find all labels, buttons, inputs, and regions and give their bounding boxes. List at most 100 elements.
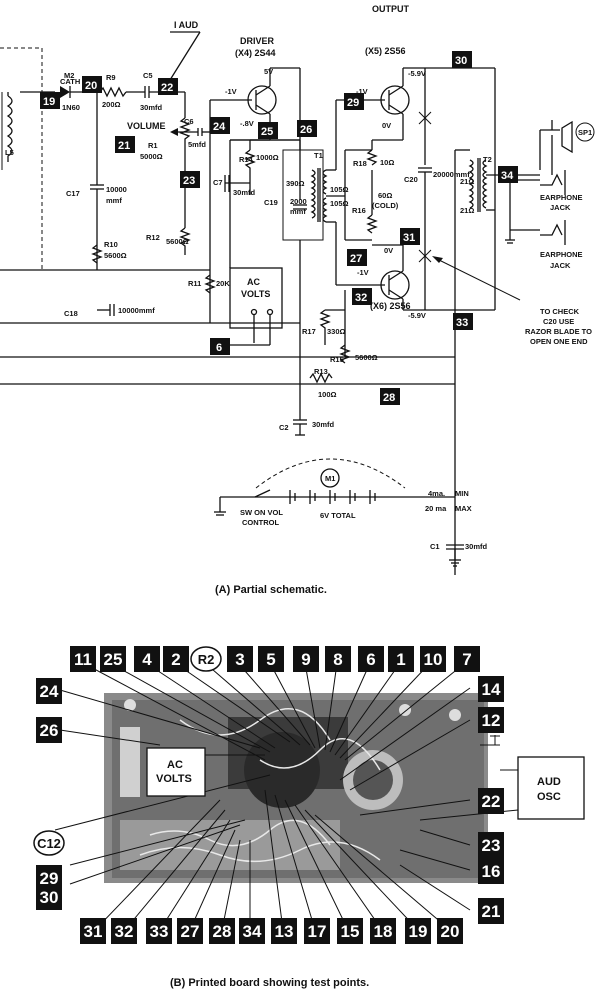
svg-text:17: 17 [308, 922, 327, 941]
board-tp-3: 3 [227, 646, 253, 672]
svg-text:27: 27 [181, 922, 200, 941]
board-tp-27: 27 [177, 918, 203, 944]
schematic-test-points: 19 20 22 21 23 24 25 26 29 30 34 31 27 3… [40, 51, 518, 405]
svg-text:20: 20 [85, 80, 97, 92]
caption-a: (A) Partial schematic. [215, 584, 327, 596]
svg-text:0V: 0V [384, 246, 393, 255]
svg-text:10000: 10000 [106, 185, 127, 194]
svg-text:7: 7 [462, 650, 471, 669]
svg-text:10000mmf: 10000mmf [118, 306, 155, 315]
svg-text:C12: C12 [37, 836, 61, 851]
svg-text:30mfd: 30mfd [465, 542, 488, 551]
svg-text:T1: T1 [314, 151, 323, 160]
svg-text:MAX: MAX [455, 504, 472, 513]
board-tp-4: 4 [134, 646, 160, 672]
board-tp-17: 17 [304, 918, 330, 944]
svg-text:AUD: AUD [537, 776, 561, 788]
svg-text:MIN: MIN [455, 489, 469, 498]
svg-text:30mfd: 30mfd [140, 103, 163, 112]
tp-6: 6 [210, 338, 230, 355]
board-tp-16: 16 [478, 858, 504, 884]
check-note-3: RAZOR BLADE TO [525, 327, 592, 336]
board-tp-10: 10 [420, 646, 446, 672]
svg-text:21: 21 [118, 140, 130, 152]
svg-text:0V: 0V [382, 121, 391, 130]
svg-text:29: 29 [40, 869, 59, 888]
svg-text:6V TOTAL: 6V TOTAL [320, 511, 356, 520]
svg-text:mmf: mmf [290, 207, 306, 216]
tp-31: 31 [400, 228, 420, 245]
svg-text:5600Ω: 5600Ω [355, 353, 378, 362]
svg-text:R2: R2 [198, 652, 215, 667]
svg-text:33: 33 [150, 922, 169, 941]
svg-text:R9: R9 [106, 73, 116, 82]
board-tp-8: 8 [325, 646, 351, 672]
svg-text:-1V: -1V [357, 268, 369, 277]
svg-text:OSC: OSC [537, 791, 561, 803]
board-tp-30: 30 [36, 884, 62, 910]
volume-label: VOLUME [127, 121, 166, 131]
svg-text:26: 26 [40, 721, 59, 740]
driver-title: DRIVER [240, 36, 275, 46]
svg-text:-5.9V: -5.9V [408, 311, 426, 320]
svg-text:31: 31 [403, 232, 415, 244]
board-tp-9: 9 [293, 646, 319, 672]
svg-text:31: 31 [84, 922, 103, 941]
board-tp-23: 23 [478, 832, 504, 858]
svg-text:-5.9V: -5.9V [408, 69, 426, 78]
svg-text:14: 14 [482, 680, 501, 699]
diode-type: 1N60 [62, 103, 80, 112]
output-top-title: OUTPUT [372, 4, 410, 14]
tp-32: 32 [352, 288, 372, 305]
tp-33: 33 [453, 313, 473, 330]
tp-21: 21 [115, 136, 135, 153]
svg-text:34: 34 [243, 922, 262, 941]
svg-text:16: 16 [482, 862, 501, 881]
check-note-1: TO CHECK [540, 307, 580, 316]
svg-text:R16: R16 [352, 206, 366, 215]
output-top-ref: (X5) 2S56 [365, 46, 406, 56]
board-tp-22: 22 [478, 788, 504, 814]
svg-text:3: 3 [235, 650, 244, 669]
svg-text:200Ω: 200Ω [102, 100, 121, 109]
board-tp-r2: R2 [190, 646, 222, 672]
driver-ref: (X4) 2S44 [235, 48, 276, 58]
board-tp-15: 15 [337, 918, 363, 944]
svg-text:R18: R18 [353, 159, 367, 168]
svg-text:CONTROL: CONTROL [242, 518, 279, 527]
tp-27: 27 [347, 249, 367, 266]
tp-28: 28 [380, 388, 400, 405]
board-tp-1: 1 [388, 646, 414, 672]
tp-29: 29 [344, 93, 364, 110]
board-tp-20: 20 [437, 918, 463, 944]
tp-25: 25 [258, 122, 278, 139]
svg-text:390Ω: 390Ω [286, 179, 305, 188]
board-tp-33: 33 [146, 918, 172, 944]
board-tp-34: 34 [239, 918, 265, 944]
svg-text:26: 26 [300, 124, 312, 136]
svg-text:10: 10 [424, 650, 443, 669]
svg-text:23: 23 [183, 175, 195, 187]
board-tp-32: 32 [111, 918, 137, 944]
svg-text:6: 6 [216, 342, 222, 354]
board-tp-13: 13 [271, 918, 297, 944]
svg-text:M2: M2 [64, 71, 74, 80]
svg-text:C19: C19 [264, 198, 278, 207]
svg-text:R17: R17 [302, 327, 316, 336]
svg-text:L5: L5 [5, 148, 14, 157]
svg-text:R12: R12 [146, 233, 160, 242]
board-tp-14: 14 [478, 676, 504, 702]
cath-label: CATH [60, 77, 80, 86]
svg-text:10Ω: 10Ω [380, 158, 394, 167]
board-ac-volts: AC VOLTS [146, 747, 265, 797]
svg-text:R1: R1 [148, 141, 158, 150]
svg-text:JACK: JACK [550, 203, 571, 212]
svg-text:2: 2 [171, 650, 180, 669]
svg-text:60Ω: 60Ω [378, 191, 392, 200]
board-tp-24: 24 [36, 678, 62, 704]
iaud-label: I AUD [174, 20, 199, 30]
svg-text:27: 27 [350, 253, 362, 265]
svg-text:C20: C20 [404, 175, 418, 184]
svg-text:(COLD): (COLD) [372, 201, 399, 210]
board-tp-31: 31 [80, 918, 106, 944]
